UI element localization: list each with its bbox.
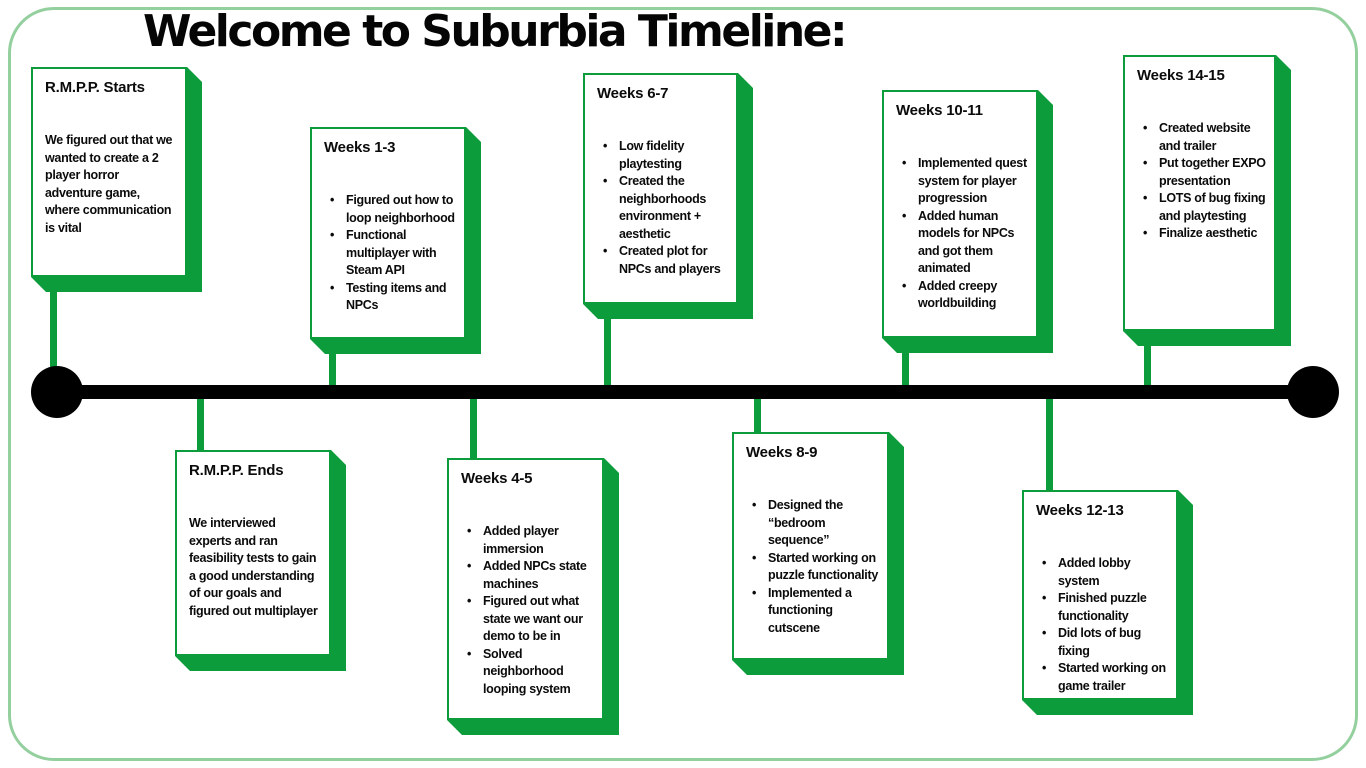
bullet-item: Designed the “bedroom sequence” bbox=[746, 497, 879, 550]
bullet-item: Implemented a functioning cutscene bbox=[746, 585, 879, 638]
card-bullet-list: Designed the “bedroom sequence” Started … bbox=[746, 497, 879, 637]
card-weeks-4-5: Weeks 4-5 Added player immersion Added N… bbox=[447, 458, 619, 735]
card-bullet-list: Created website and trailer Put together… bbox=[1137, 120, 1266, 243]
card-heading: Weeks 1-3 bbox=[324, 139, 396, 156]
card-weeks-1-3: Weeks 1-3 Figured out how to loop neighb… bbox=[310, 127, 481, 354]
connector-weeks-14-15 bbox=[1144, 340, 1151, 388]
page-title: Welcome to Suburbia Timeline: bbox=[143, 6, 848, 57]
card-face: Weeks 8-9 Designed the “bedroom sequence… bbox=[732, 432, 889, 660]
card-bullet-list: Added player immersion Added NPCs state … bbox=[461, 523, 594, 698]
card-weeks-12-13: Weeks 12-13 Added lobby system Finished … bbox=[1022, 490, 1193, 715]
bullet-item: Finished puzzle functionality bbox=[1036, 590, 1168, 625]
card-bullet-list: Low fidelity playtesting Created the nei… bbox=[597, 138, 728, 278]
card-bullet-list: Implemented quest system for player prog… bbox=[896, 155, 1028, 313]
bullet-item: Put together EXPO presentation bbox=[1137, 155, 1266, 190]
card-bullet-list: Added lobby system Finished puzzle funct… bbox=[1036, 555, 1168, 695]
connector-weeks-1-3 bbox=[329, 348, 336, 388]
bullet-item: Finalize aesthetic bbox=[1137, 225, 1266, 243]
card-weeks-14-15: Weeks 14-15 Created website and trailer … bbox=[1123, 55, 1291, 346]
card-bullet-list: Figured out how to loop neighborhood Fun… bbox=[324, 192, 456, 315]
bullet-item: LOTS of bug fixing and playtesting bbox=[1137, 190, 1266, 225]
card-heading: Weeks 14-15 bbox=[1137, 67, 1225, 84]
card-heading: Weeks 12-13 bbox=[1036, 502, 1124, 519]
bullet-item: Functional multiplayer with Steam API bbox=[324, 227, 456, 280]
card-face: R.M.P.P. Ends We interviewed experts and… bbox=[175, 450, 331, 656]
connector-weeks-8-9 bbox=[754, 397, 761, 435]
timeline-start-dot bbox=[31, 366, 83, 418]
card-face: Weeks 12-13 Added lobby system Finished … bbox=[1022, 490, 1178, 700]
card-face: Weeks 4-5 Added player immersion Added N… bbox=[447, 458, 604, 720]
bullet-item: Started working on game trailer bbox=[1036, 660, 1168, 695]
card-paragraph: We interviewed experts and ran feasibili… bbox=[189, 516, 318, 618]
card-weeks-10-11: Weeks 10-11 Implemented quest system for… bbox=[882, 90, 1053, 353]
card-paragraph: We figured out that we wanted to create … bbox=[45, 133, 173, 235]
bullet-item: Figured out how to loop neighborhood bbox=[324, 192, 456, 227]
bullet-item: Testing items and NPCs bbox=[324, 280, 456, 315]
bullet-item: Did lots of bug fixing bbox=[1036, 625, 1168, 660]
card-weeks-8-9: Weeks 8-9 Designed the “bedroom sequence… bbox=[732, 432, 904, 675]
bullet-item: Created plot for NPCs and players bbox=[597, 243, 728, 278]
connector-weeks-12-13 bbox=[1046, 397, 1053, 493]
bullet-item: Added human models for NPCs and got them… bbox=[896, 208, 1028, 278]
bullet-item: Added creepy worldbuilding bbox=[896, 278, 1028, 313]
connector-weeks-4-5 bbox=[470, 397, 477, 461]
card-heading: R.M.P.P. Starts bbox=[45, 79, 145, 96]
card-heading: Weeks 4-5 bbox=[461, 470, 533, 487]
bullet-item: Low fidelity playtesting bbox=[597, 138, 728, 173]
bullet-item: Added NPCs state machines bbox=[461, 558, 594, 593]
connector-weeks-10-11 bbox=[902, 348, 909, 388]
bullet-item: Solved neighborhood looping system bbox=[461, 646, 594, 699]
card-face: Weeks 14-15 Created website and trailer … bbox=[1123, 55, 1276, 331]
card-rmpp-ends: R.M.P.P. Ends We interviewed experts and… bbox=[175, 450, 346, 671]
bullet-item: Created website and trailer bbox=[1137, 120, 1266, 155]
connector-rmpp-starts bbox=[50, 275, 57, 387]
card-face: R.M.P.P. Starts We figured out that we w… bbox=[31, 67, 187, 277]
timeline-bar bbox=[57, 385, 1313, 399]
card-face: Weeks 10-11 Implemented quest system for… bbox=[882, 90, 1038, 338]
card-heading: R.M.P.P. Ends bbox=[189, 462, 284, 479]
card-face: Weeks 1-3 Figured out how to loop neighb… bbox=[310, 127, 466, 339]
card-face: Weeks 6-7 Low fidelity playtesting Creat… bbox=[583, 73, 738, 304]
card-heading: Weeks 8-9 bbox=[746, 444, 818, 461]
timeline-end-dot bbox=[1287, 366, 1339, 418]
card-weeks-6-7: Weeks 6-7 Low fidelity playtesting Creat… bbox=[583, 73, 753, 319]
bullet-item: Figured out what state we want our demo … bbox=[461, 593, 594, 646]
bullet-item: Started working on puzzle functionality bbox=[746, 550, 879, 585]
connector-weeks-6-7 bbox=[604, 303, 611, 388]
bullet-item: Implemented quest system for player prog… bbox=[896, 155, 1028, 208]
card-rmpp-starts: R.M.P.P. Starts We figured out that we w… bbox=[31, 67, 202, 292]
bullet-item: Created the neighborhoods environment + … bbox=[597, 173, 728, 243]
connector-rmpp-ends bbox=[197, 397, 204, 453]
bullet-item: Added player immersion bbox=[461, 523, 594, 558]
bullet-item: Added lobby system bbox=[1036, 555, 1168, 590]
card-heading: Weeks 6-7 bbox=[597, 85, 669, 102]
card-heading: Weeks 10-11 bbox=[896, 102, 983, 119]
